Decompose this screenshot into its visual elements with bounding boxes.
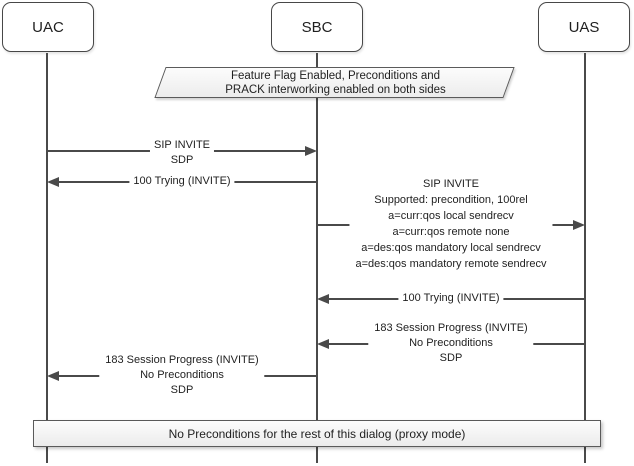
- message-label-line: SIP INVITE: [422, 178, 480, 190]
- top-note-text: Feature Flag Enabled, Preconditions and …: [153, 67, 518, 98]
- arrowhead-left: [317, 294, 329, 304]
- message-label-line: a=des:qos mandatory remote sendrecv: [355, 258, 547, 270]
- bottom-note: No Preconditions for the rest of this di…: [33, 420, 601, 447]
- message-label-sdp: SDP: [170, 154, 194, 166]
- arrowhead-right: [573, 220, 585, 230]
- actor-label-uac: UAC: [32, 18, 64, 36]
- message-label-line: a=curr:qos local sendrecv: [388, 210, 514, 222]
- message-label-sip-invite-preconditions: SIP INVITE Supported: precondition, 100r…: [349, 176, 553, 272]
- message-label-line: 183 Session Progress (INVITE): [105, 354, 259, 366]
- message-label-line: SDP: [170, 384, 194, 396]
- arrowhead-left: [47, 177, 59, 187]
- message-label-sip-invite: SIP INVITE: [149, 138, 215, 153]
- arrowhead-left: [317, 339, 329, 349]
- arrowhead-left: [47, 371, 59, 381]
- actor-label-sbc: SBC: [301, 18, 333, 36]
- actor-label-uas: UAS: [568, 18, 600, 36]
- message-label-line: a=des:qos mandatory local sendrecv: [361, 242, 541, 254]
- actor-box-uas: UAS: [538, 2, 630, 52]
- message-label-line: a=curr:qos remote none: [392, 226, 510, 238]
- lifeline-uac: [46, 53, 48, 463]
- message-label-line: No Preconditions: [409, 337, 493, 349]
- message-label-line: SDP: [439, 352, 463, 364]
- lifeline-sbc: [316, 53, 318, 463]
- top-note-line-2: PRACK interworking enabled on both sides: [225, 83, 446, 96]
- actor-box-sbc: SBC: [271, 2, 363, 52]
- top-note-line-1: Feature Flag Enabled, Preconditions and: [230, 69, 441, 82]
- message-label-183-left: 183 Session Progress (INVITE) No Precond…: [99, 353, 265, 398]
- lifeline-uas: [584, 53, 586, 463]
- top-note: Feature Flag Enabled, Preconditions and …: [153, 67, 518, 98]
- message-label-line: No Preconditions: [140, 369, 224, 381]
- message-label-100-trying-left: 100 Trying (INVITE): [129, 174, 235, 189]
- bottom-note-label: No Preconditions for the rest of this di…: [168, 426, 466, 441]
- message-label-183-right: 183 Session Progress (INVITE) No Precond…: [368, 321, 534, 366]
- actor-box-uac: UAC: [2, 2, 94, 52]
- arrowhead-right: [305, 146, 317, 156]
- message-label-100-trying-right: 100 Trying (INVITE): [398, 291, 504, 306]
- message-label-line: 183 Session Progress (INVITE): [374, 322, 528, 334]
- message-label-line: Supported: precondition, 100rel: [374, 194, 528, 206]
